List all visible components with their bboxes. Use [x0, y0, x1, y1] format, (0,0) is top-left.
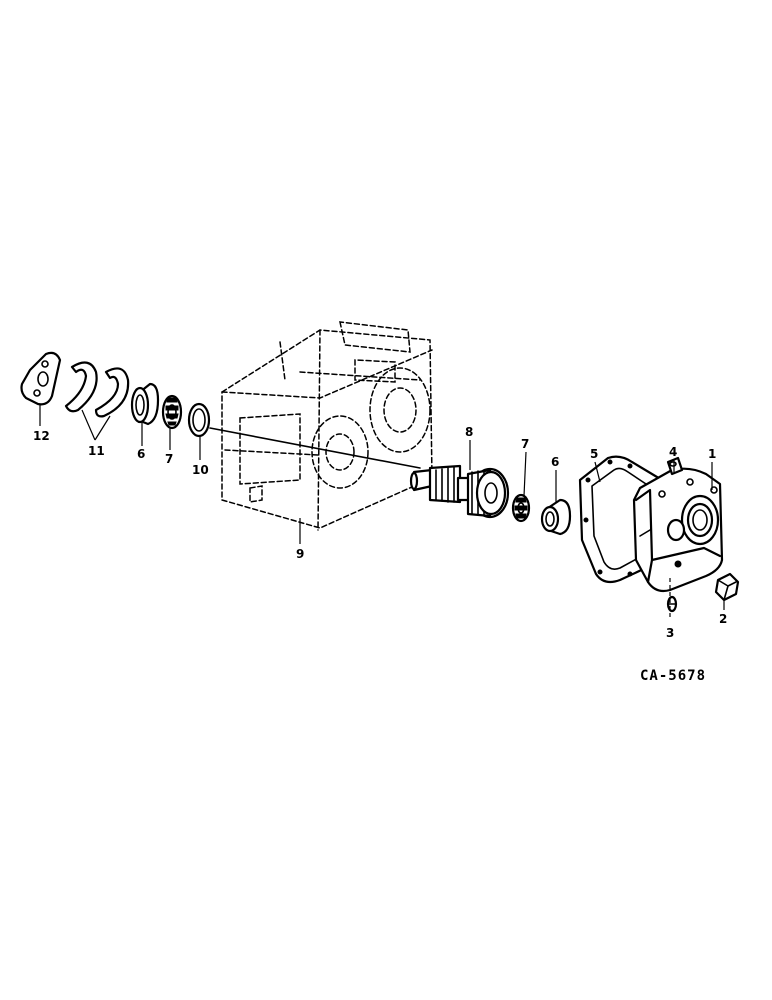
callout-11: 11: [88, 444, 105, 458]
part-6-bearing-cup-left: [130, 382, 160, 426]
part-11-snap-rings: [64, 361, 130, 418]
callout-labels: 12 11 6 7 10 9 8 7 6 5 4 1 3 2: [33, 425, 727, 640]
leader-lines: [39, 404, 725, 620]
callout-3: 3: [666, 626, 674, 640]
callout-12: 12: [33, 429, 50, 443]
drawing-code: CA-5678: [640, 668, 706, 684]
callout-8: 8: [465, 425, 473, 439]
callout-4: 4: [669, 445, 677, 459]
callout-1: 1: [708, 447, 716, 461]
part-1-housing-cover: [632, 467, 724, 593]
callout-7-left: 7: [165, 452, 173, 466]
shaft-centerline: [209, 427, 421, 469]
part-3-dowel: [666, 595, 678, 613]
callout-10: 10: [192, 463, 209, 477]
callout-5: 5: [590, 447, 598, 461]
part-4-plug: [666, 456, 684, 476]
part-7-bearing-cone-right: [511, 493, 531, 523]
part-2-plug-screw: [714, 572, 740, 602]
part-7-bearing-cone-left: [161, 394, 183, 430]
callout-9: 9: [296, 547, 304, 561]
callout-6-left: 6: [137, 447, 145, 461]
part-10-seal-ring: [187, 402, 211, 438]
part-9-transmission-case: [221, 321, 433, 531]
part-12-plate: [20, 351, 62, 406]
callout-6-right: 6: [551, 455, 559, 469]
part-8-gear-shaft: [409, 464, 510, 519]
part-6-bearing-cup-right: [540, 498, 572, 536]
callout-7-right: 7: [521, 437, 529, 451]
callout-2: 2: [719, 612, 727, 626]
